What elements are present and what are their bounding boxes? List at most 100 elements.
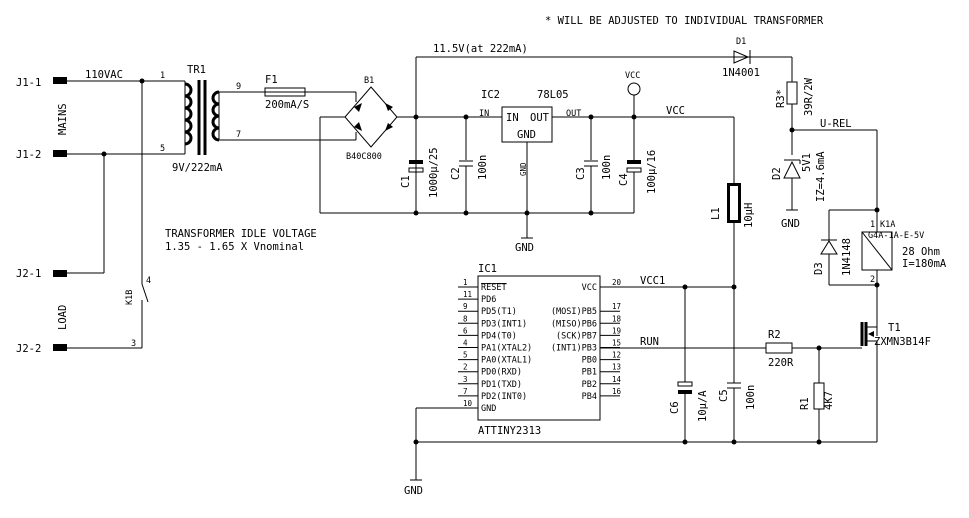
relay-coil-k1a: 1 2 K1A G4A-1A-E-5V 28 Ohm I=180mA	[861, 130, 947, 320]
connector-j2-2: J2-2	[16, 343, 67, 355]
pin-number: 7	[463, 387, 468, 396]
f1-value: 200mA/S	[265, 99, 309, 111]
ground-bus-upper: GND	[320, 172, 634, 254]
pin-name: (INT1)PB3	[551, 344, 597, 354]
f1-label: F1	[265, 74, 278, 86]
diode-d1: D1 1N4001	[722, 37, 760, 79]
ic1-right-pin: 19(SCK)PB7	[556, 326, 621, 341]
ground-bus-lower: GND	[404, 407, 877, 497]
c6-label: C6	[669, 401, 681, 414]
pin-number: 20	[612, 278, 622, 287]
load-label: LOAD	[57, 305, 69, 330]
connector-label: J2-2	[16, 343, 41, 355]
pin-name: PD6	[481, 295, 496, 305]
ic2-pin-gnd: GND	[519, 162, 528, 176]
run-label: RUN	[640, 336, 659, 348]
tr-pin5-label: 5	[160, 144, 165, 154]
relay-switch-k1b: K1B 4 3	[125, 276, 151, 349]
pin-name: RESET	[481, 283, 507, 293]
pin-name: PD0(RXD)	[481, 368, 522, 378]
pin-name: PB1	[582, 368, 597, 378]
pin-number: 11	[463, 290, 472, 299]
pin-number: 14	[612, 375, 622, 384]
capacitor-c5: C5 100n	[718, 287, 757, 442]
ic1-pins: 1RESET11PD69PD5(T1)8PD3(INT1)6PD4(T0)4PA…	[458, 278, 622, 414]
ic2-in: IN	[506, 112, 519, 124]
pin-name: GND	[481, 404, 496, 414]
d2-label: D2	[771, 167, 783, 180]
k1a-ohm: 28 Ohm	[902, 246, 940, 258]
capacitor-c1: C1 1000µ/25	[400, 117, 440, 198]
c3-label: C3	[575, 167, 587, 180]
gnd-d2-label: GND	[781, 218, 800, 230]
diode-d3: D3 1N4148	[813, 207, 880, 288]
capacitor-c3: C3 100n	[575, 117, 613, 213]
pin-name: PB4	[582, 392, 597, 402]
d3-value: 1N4148	[841, 238, 853, 276]
d2-value: 5V1	[801, 153, 813, 172]
tr-pin1-label: 1	[160, 71, 165, 81]
pin-number: 1	[463, 278, 468, 287]
pin-name: PD2(INT0)	[481, 392, 527, 402]
connector-j2-1: J2-1	[16, 268, 67, 280]
pin-number: 9	[463, 302, 468, 311]
fuse-f1: F1 200mA/S	[264, 74, 309, 111]
voltage-110vac-label: 110VAC	[85, 69, 123, 81]
connector-j1-1: J1-1	[16, 77, 67, 89]
primary-wiring	[67, 78, 185, 349]
pin-number: 19	[612, 326, 621, 335]
connector-label: J2-1	[16, 268, 41, 280]
vcc1-label: VCC1	[640, 275, 665, 287]
vcc-rail-label: VCC	[666, 105, 685, 117]
pin-name: PD3(INT1)	[481, 319, 527, 329]
idle-voltage-line2: 1.35 - 1.65 X Vnominal	[165, 241, 304, 253]
t1-value: ZXMN3B14F	[874, 336, 931, 348]
k1b-pin4: 4	[146, 276, 151, 286]
d3-label: D3	[813, 262, 825, 275]
r2-label: R2	[768, 329, 781, 341]
k1b-label: K1B	[125, 290, 135, 305]
c6-value: 10µ/A	[697, 390, 709, 422]
connector-j1-2: J1-2	[16, 149, 67, 161]
c1-label: C1	[400, 175, 412, 188]
k1a-pin2: 2	[870, 275, 875, 285]
ic2-type: 78L05	[537, 89, 569, 101]
d2-iz: IZ=4.6mA	[815, 151, 827, 202]
k1a-type: G4A-1A-E-5V	[868, 231, 924, 241]
c2-label: C2	[450, 167, 462, 180]
pin-number: 15	[612, 339, 621, 348]
connector-label: J1-2	[16, 149, 41, 161]
ic1-right-pin: 17(MOSI)PB5	[551, 302, 621, 317]
tr1-rating: 9V/222mA	[172, 162, 223, 174]
ic2-out: OUT	[530, 112, 550, 124]
pin-number: 18	[612, 314, 622, 323]
pin-name: PD1(TXD)	[481, 380, 522, 390]
pin-number: 12	[612, 351, 621, 360]
pin-number: 5	[463, 351, 468, 360]
pin-name: PD4(T0)	[481, 331, 517, 341]
tr-pin7-label: 7	[236, 130, 241, 140]
pin-name: VCC	[582, 283, 597, 293]
c1-value: 1000µ/25	[428, 147, 440, 198]
vcc-rail	[552, 82, 735, 183]
ic1-right-pin: 18(MISO)PB6	[551, 314, 622, 329]
d1-value: 1N4001	[722, 67, 760, 79]
vcc1-bus	[600, 284, 737, 290]
pin-name: PA1(XTAL2)	[481, 344, 532, 354]
k1a-current: I=180mA	[902, 258, 947, 270]
run-net	[600, 342, 862, 354]
r3-value: 39R/2W	[803, 77, 815, 116]
ic2-label: IC2	[481, 89, 500, 101]
